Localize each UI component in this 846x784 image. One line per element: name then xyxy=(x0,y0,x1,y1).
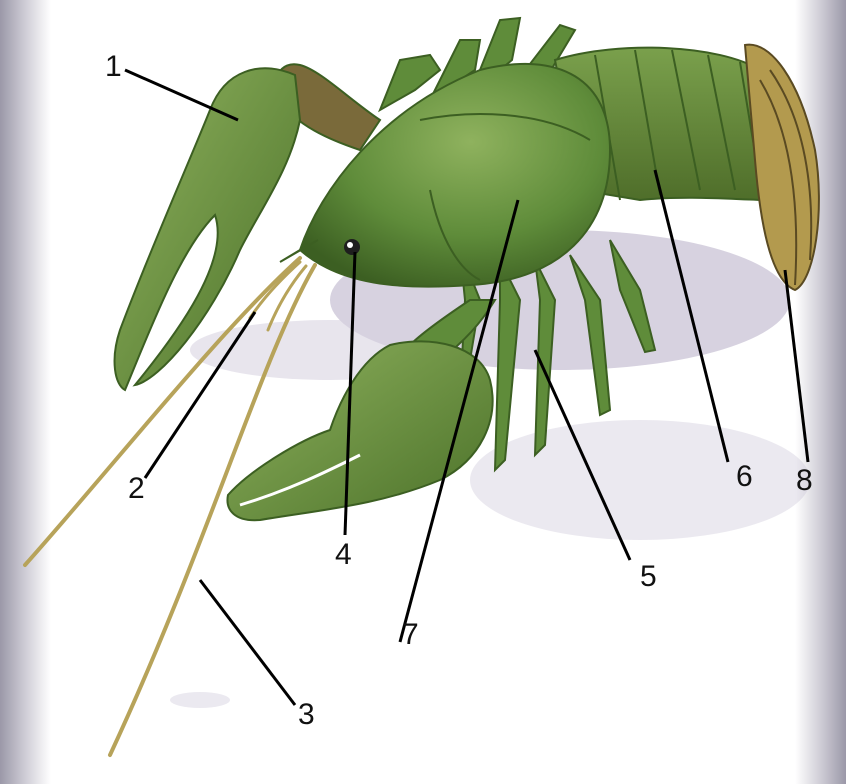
label-3: 3 xyxy=(298,700,315,730)
leader-line-3 xyxy=(200,580,295,705)
label-6: 6 xyxy=(736,462,753,492)
leader-line-8 xyxy=(785,270,808,462)
label-5: 5 xyxy=(640,562,657,592)
leader-line-2 xyxy=(145,312,255,478)
label-8: 8 xyxy=(796,466,813,496)
label-2: 2 xyxy=(128,474,145,504)
tail-fan xyxy=(745,45,819,290)
label-7: 7 xyxy=(402,620,419,650)
label-4: 4 xyxy=(335,540,352,570)
label-1: 1 xyxy=(105,52,122,82)
